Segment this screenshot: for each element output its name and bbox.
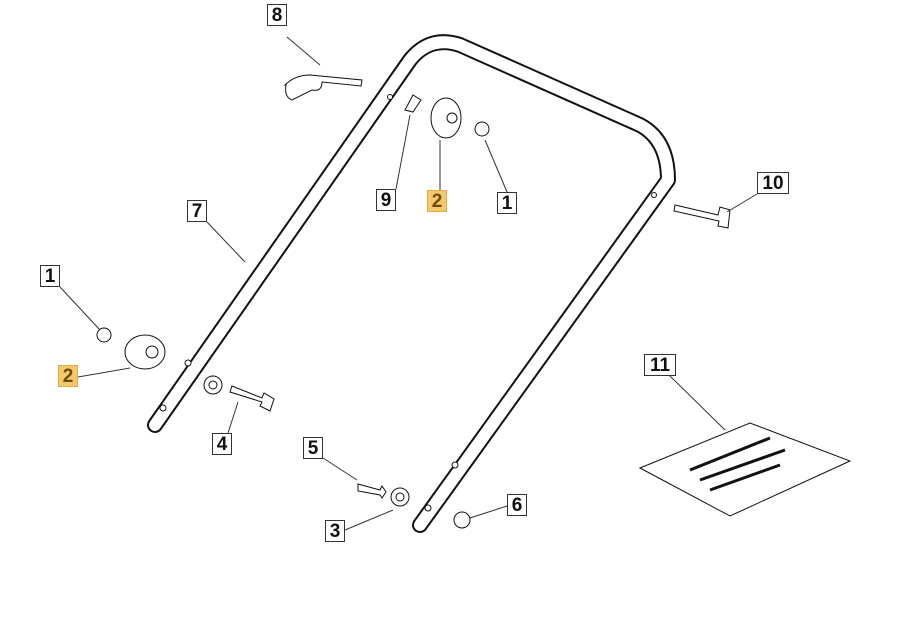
nut-6 (453, 511, 471, 529)
bolt-4 (229, 385, 275, 412)
clip-9 (404, 94, 422, 113)
knob-2-top (430, 97, 462, 139)
nut-1-left (96, 327, 112, 343)
label-part-11: 11 (644, 354, 676, 376)
label-part-2-highlighted: 2 (427, 190, 447, 212)
label-part-6: 6 (507, 494, 527, 516)
pin-8 (283, 74, 363, 101)
bolt-5 (357, 483, 387, 499)
label-part-3: 3 (325, 520, 345, 542)
label-part-1: 1 (40, 265, 60, 287)
label-part-9: 9 (376, 189, 396, 211)
label-part-1: 1 (497, 192, 517, 214)
knob-2-left (124, 334, 166, 370)
leader-lines (59, 36, 758, 531)
label-part-2-highlighted: 2 (58, 365, 78, 387)
label-part-8: 8 (267, 4, 287, 26)
label-part-4: 4 (212, 433, 232, 455)
label-part-7: 7 (187, 200, 207, 222)
label-part-5: 5 (303, 437, 323, 459)
hardware-bag-11 (638, 422, 852, 517)
label-part-10: 10 (757, 172, 789, 194)
nut-1-top (474, 121, 490, 137)
bolt-10 (673, 204, 731, 229)
